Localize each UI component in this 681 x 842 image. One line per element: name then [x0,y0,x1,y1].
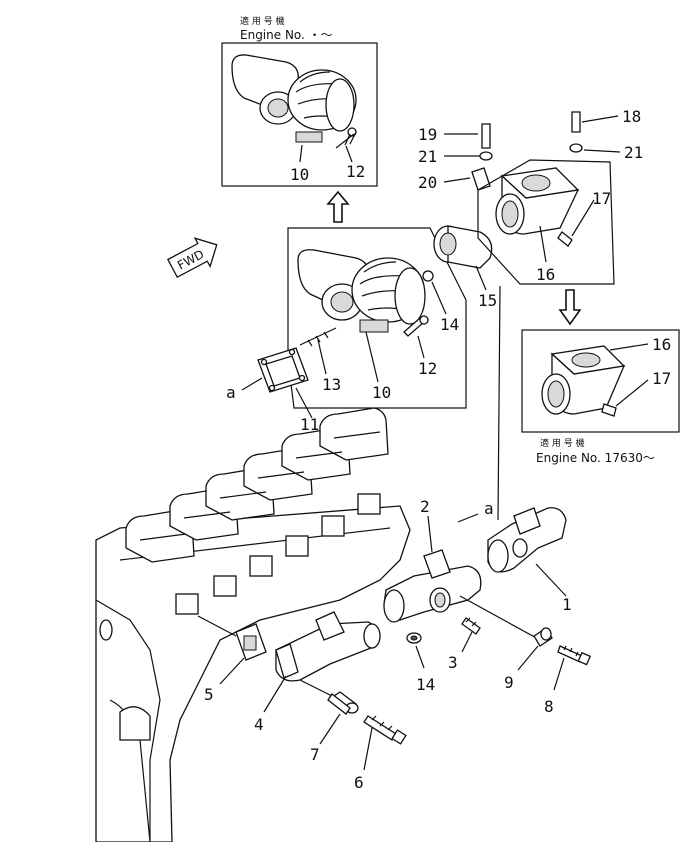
manifold-4 [275,611,381,682]
callout-2: 2 [420,497,430,516]
main-turbocharger [297,249,434,333]
callout-19: 19 [418,125,437,144]
right-inset-engine-label: Engine No. 17630～ [536,451,655,465]
bolt-8 [557,645,592,666]
arrow-to-top-inset [326,190,350,223]
callout-7: 7 [310,745,320,764]
top-inset-frame [221,42,378,187]
callout-6: 6 [354,773,364,792]
fwd-arrow: FWD [167,237,218,279]
nut-14 [406,632,422,644]
exhaust-ports [175,493,381,615]
sleeve-7 [327,691,359,715]
engine-block [95,407,411,842]
cylinder-heads [125,407,389,563]
callout-15: 15 [478,291,497,310]
callout-3: 3 [448,653,458,672]
callout-20: 20 [418,173,437,192]
callout-13: 13 [322,375,341,394]
callout-17-inset: 17 [652,369,671,388]
elbow-16-later [541,345,626,417]
top-inset-applicability-jp: 適 用 号 機 [240,15,285,27]
callout-12-main: 12 [418,359,437,378]
top-turbocharger [231,54,357,149]
callout-14-bottom: 14 [416,675,435,694]
callout-17-top: 17 [592,189,611,208]
callout-21-left: 21 [418,147,437,166]
callout-21-right: 21 [624,143,643,162]
elbow-group: 15 19 21 20 18 21 17 16 [418,107,643,310]
right-inset-frame [521,329,680,433]
callout-10-top: 10 [290,165,309,184]
right-inset: 16 17 適 用 号 機 Engine No. 17630～ [521,329,680,465]
bolt-6 [363,715,407,745]
stud-3 [461,617,481,635]
callout-16-top: 16 [536,265,555,284]
elbow-frame [477,159,615,285]
connector-15 [433,225,493,269]
callout-14-main: 14 [440,315,459,334]
callout-18: 18 [622,107,641,126]
callout-12-top: 12 [346,162,365,181]
manifold-1 [487,507,567,573]
callout-11: 11 [300,415,319,434]
callout-4: 4 [254,715,264,734]
gasket-11 [257,347,309,393]
callout-5: 5 [204,685,214,704]
gasket-5 [235,623,267,661]
ref-mark-a-right: a [484,499,494,518]
elbow-16 [495,167,580,235]
right-inset-applicability-jp: 適 用 号 機 [540,437,585,449]
top-inset-engine-label: Engine No. ・～ [240,28,333,42]
callout-16-inset: 16 [652,335,671,354]
callout-9: 9 [504,673,514,692]
callout-8: 8 [544,697,554,716]
callout-1: 1 [562,595,572,614]
main-turbo-group: a 11 13 10 12 14 [226,227,467,434]
arrow-to-right-inset [558,289,582,326]
sleeve-9 [533,627,553,647]
ref-mark-a-left: a [226,383,236,402]
callout-10-main: 10 [372,383,391,402]
top-inset: 適 用 号 機 Engine No. ・～ 10 12 [221,15,378,187]
